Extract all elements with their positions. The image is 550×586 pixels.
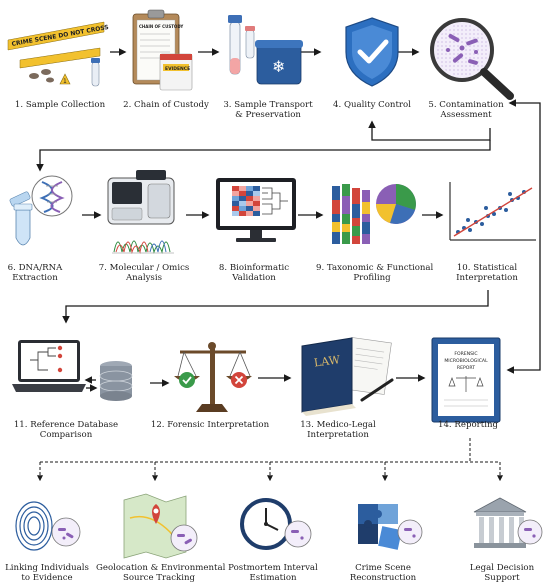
- tape-text: CRIME SCENE DO NOT CROSS: [11, 24, 109, 48]
- report-title-1: FORENSIC: [454, 351, 477, 357]
- fingerprint-icon: [15, 501, 81, 551]
- scales-icon: [174, 342, 252, 412]
- crime-scene-icon: CRIME SCENE DO NOT CROSS 1: [7, 21, 109, 87]
- laptop-database-icon: [12, 340, 133, 401]
- custody-title: CHAIN OF CUSTODY: [139, 24, 183, 29]
- report-title-3: REPORT: [457, 365, 475, 371]
- report-title-2: MICROBIOLOGICAL: [444, 358, 488, 364]
- arrow-5-6: [36, 140, 491, 172]
- arrow-14-5-loop: [506, 99, 541, 374]
- shield-check-icon: [345, 17, 399, 87]
- step-label-3: 3. Sample Transport& Preservation: [223, 100, 313, 120]
- magnifier-bacteria-icon: [430, 18, 514, 100]
- step-label-2: 2. Chain of Custody: [123, 100, 209, 110]
- step-label-12: 12. Forensic Interpretation: [150, 420, 270, 430]
- svg-text:1: 1: [63, 78, 67, 85]
- dna-tube-icon: [9, 175, 73, 246]
- scatter-plot-icon: [446, 180, 538, 242]
- clock-icon: [240, 498, 312, 550]
- law-text: LAW: [313, 353, 341, 370]
- cooler-icon: ❄: [228, 15, 303, 85]
- map-pin-icon: [123, 493, 198, 559]
- evidence-label: EVIDENCE: [165, 66, 190, 72]
- arrow-5-4-feedback: [368, 120, 491, 141]
- step-label-4: 4. Quality Control: [333, 100, 411, 110]
- arrow-10-11: [62, 290, 489, 324]
- outcome-branches: [37, 438, 503, 482]
- courthouse-icon: [473, 497, 543, 548]
- step-label-1: 1. Sample Collection: [14, 100, 106, 110]
- bar-pie-chart-icon: [332, 184, 416, 244]
- puzzle-icon: [358, 504, 423, 550]
- sequencer-icon: [107, 170, 175, 254]
- report-icon: FORENSIC MICROBIOLOGICAL REPORT: [431, 337, 501, 423]
- flow-arrows: [36, 48, 541, 392]
- step-label-14: 14. Reporting: [438, 420, 498, 430]
- clipboard-icon: CHAIN OF CUSTODY EVIDENCE: [132, 9, 193, 91]
- law-book-icon: LAW: [301, 337, 394, 416]
- heatmap-monitor-icon: [216, 178, 296, 242]
- svg-text:❄: ❄: [272, 57, 285, 76]
